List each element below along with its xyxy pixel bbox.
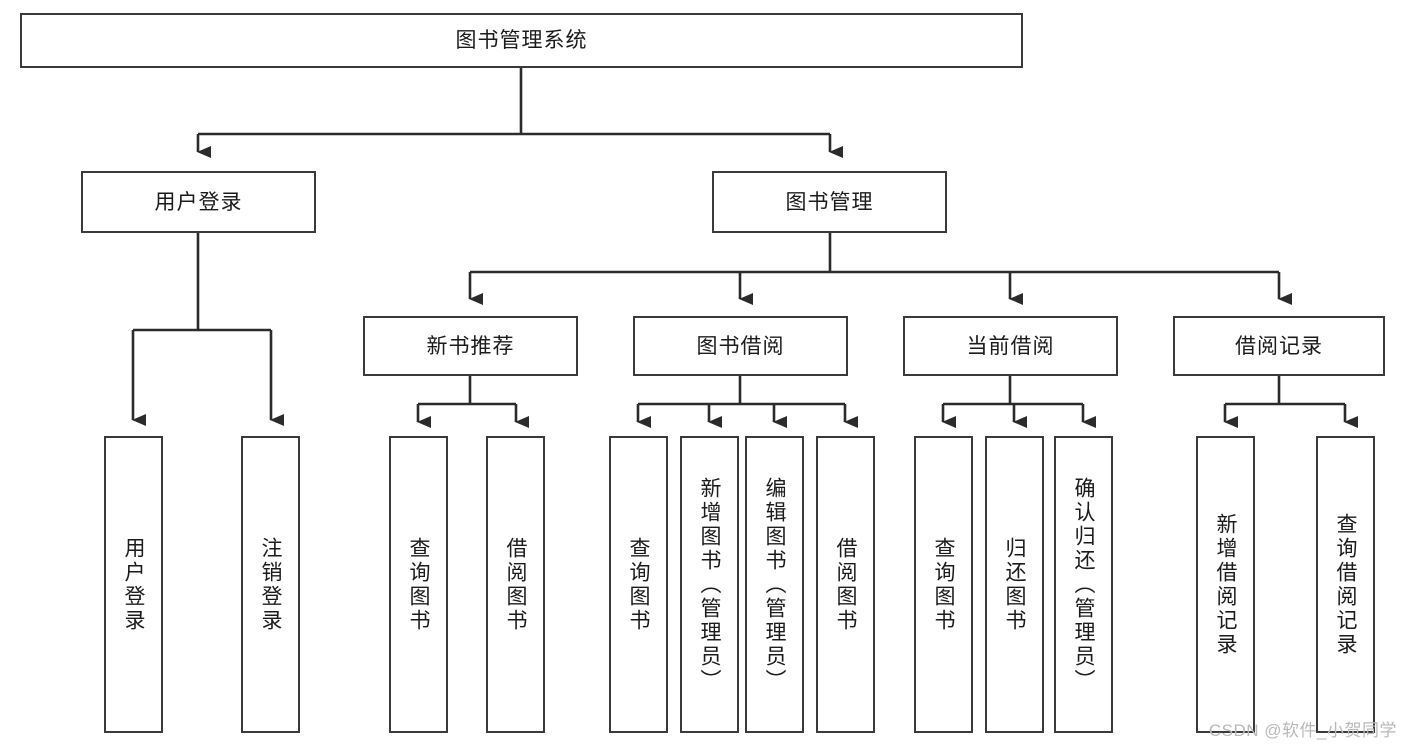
node-current-borrow-label: 当前借阅 [966, 334, 1055, 358]
leaf-borrow-add-book-label: 新增图书（管理员） [698, 476, 721, 693]
leaf-borrow-edit-book[interactable]: 编辑图书（管理员） [745, 436, 804, 733]
leaf-record-query-label: 查询借阅记录 [1334, 512, 1357, 657]
leaf-recommend-query-book[interactable]: 查询图书 [389, 436, 448, 733]
leaf-current-return-book-label: 归还图书 [1003, 536, 1026, 633]
leaf-recommend-borrow-book-label: 借阅图书 [504, 536, 527, 633]
leaf-borrow-query-book[interactable]: 查询图书 [609, 436, 668, 733]
leaf-recommend-borrow-book[interactable]: 借阅图书 [486, 436, 545, 733]
node-book-borrow[interactable]: 图书借阅 [633, 316, 848, 376]
node-new-book-recommend-label: 新书推荐 [426, 334, 515, 358]
leaf-borrow-edit-book-label: 编辑图书（管理员） [763, 476, 786, 693]
node-root[interactable]: 图书管理系统 [20, 13, 1023, 68]
leaf-borrow-borrow-book[interactable]: 借阅图书 [816, 436, 875, 733]
leaf-user-login[interactable]: 用户登录 [104, 436, 163, 733]
leaf-record-query[interactable]: 查询借阅记录 [1316, 436, 1375, 733]
leaf-current-return-book[interactable]: 归还图书 [985, 436, 1044, 733]
leaf-current-query-book-label: 查询图书 [932, 536, 955, 633]
leaf-user-login-label: 用户登录 [122, 536, 145, 633]
watermark-text: CSDN @软件_小贺同学 [1208, 721, 1397, 740]
leaf-current-confirm-return[interactable]: 确认归还（管理员） [1054, 436, 1113, 733]
node-borrow-record-label: 借阅记录 [1235, 334, 1323, 358]
leaf-recommend-query-book-label: 查询图书 [407, 536, 430, 633]
node-book-borrow-label: 图书借阅 [696, 334, 785, 358]
node-root-label: 图书管理系统 [455, 29, 588, 52]
leaf-borrow-query-book-label: 查询图书 [627, 536, 650, 633]
leaf-user-logout[interactable]: 注销登录 [241, 436, 300, 733]
node-book-management[interactable]: 图书管理 [712, 171, 947, 233]
node-book-management-label: 图书管理 [785, 190, 874, 214]
node-current-borrow[interactable]: 当前借阅 [903, 316, 1118, 376]
leaf-current-query-book[interactable]: 查询图书 [914, 436, 973, 733]
leaf-record-add-label: 新增借阅记录 [1214, 512, 1237, 657]
node-new-book-recommend[interactable]: 新书推荐 [363, 316, 578, 376]
node-user-login-label: 用户登录 [154, 190, 243, 214]
leaf-user-logout-label: 注销登录 [259, 536, 282, 633]
node-user-login[interactable]: 用户登录 [81, 171, 316, 233]
leaf-current-confirm-return-label: 确认归还（管理员） [1072, 476, 1095, 693]
leaf-borrow-borrow-book-label: 借阅图书 [834, 536, 857, 633]
leaf-borrow-add-book[interactable]: 新增图书（管理员） [680, 436, 739, 733]
node-borrow-record[interactable]: 借阅记录 [1173, 316, 1385, 376]
leaf-record-add[interactable]: 新增借阅记录 [1196, 436, 1255, 733]
